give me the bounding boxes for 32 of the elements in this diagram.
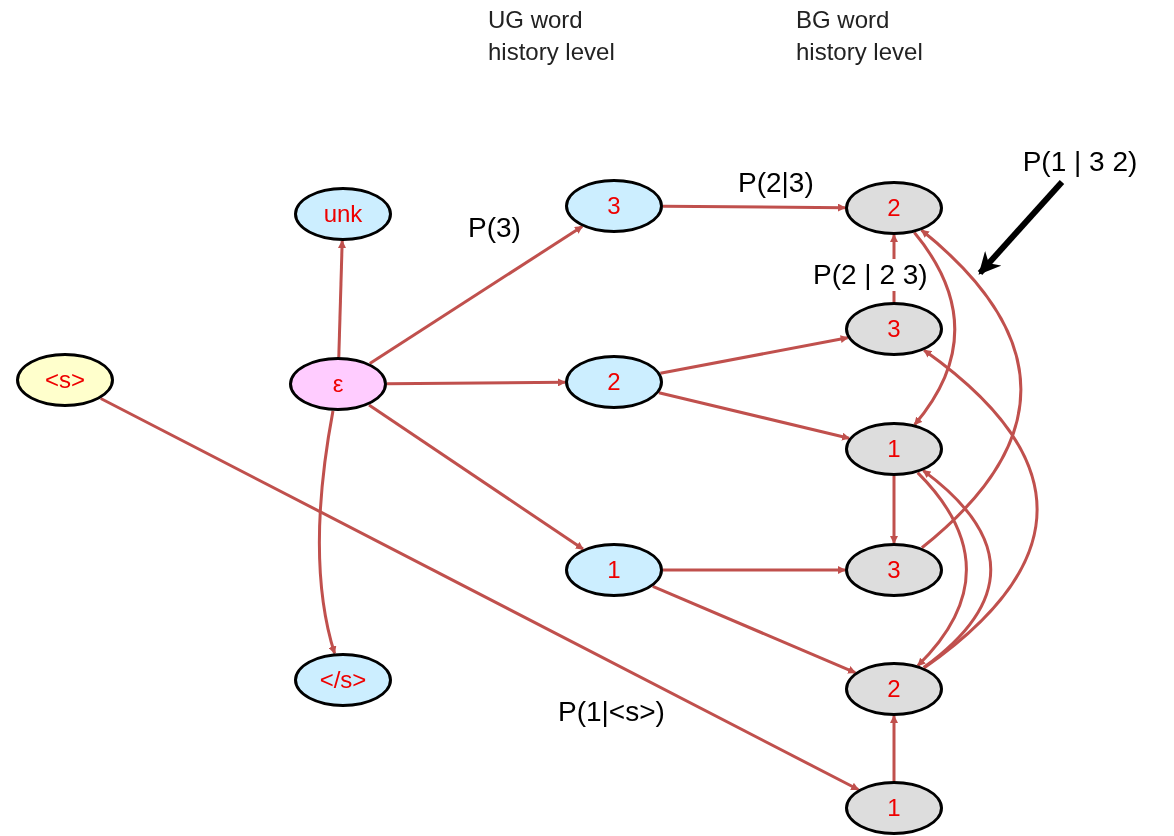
state-ellipse: 2 [565,355,663,409]
arrow [977,180,1065,275]
arrow [660,335,849,375]
state-ellipse: 1 [845,422,943,476]
state-ellipse: 3 [845,302,943,356]
state-ellipse: unk [294,187,392,241]
arrow [652,585,857,674]
state-ellipse: <s> [16,353,114,407]
state-ellipse: ε [289,357,387,411]
state-ellipse: 2 [845,662,943,716]
column-heading: BG word history level [796,5,924,67]
arrow [369,225,583,365]
state-ellipse: </s> [294,653,392,707]
state-ellipse: 1 [565,543,663,597]
state-ellipse: 2 [845,181,943,235]
arrow [663,203,846,212]
arrow [368,403,584,551]
arrow [923,349,1039,669]
arrow [317,410,337,655]
state-ellipse: 3 [565,179,663,233]
arrow [663,566,846,574]
arrow [922,469,993,669]
probability-label: P(1 | 3 2) [1005,142,1155,182]
arrow [387,378,566,387]
arrow [920,229,1023,549]
state-ellipse: 3 [845,543,943,597]
arrow [100,397,860,791]
arrow [890,476,898,544]
state-ellipse: 1 [845,781,943,835]
arrow [337,240,346,358]
arrow [890,715,898,781]
column-heading: UG word history level [488,5,616,67]
